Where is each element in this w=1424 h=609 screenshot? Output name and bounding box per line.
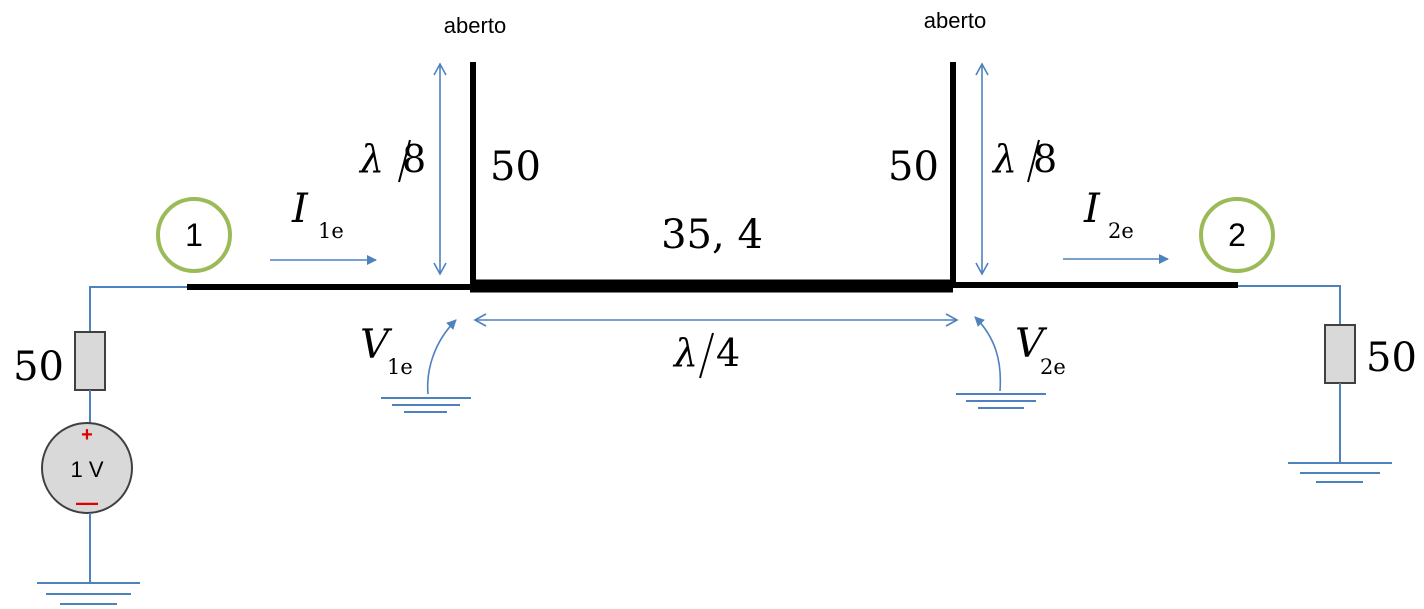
current-subscript: 2e: [1108, 219, 1134, 243]
main-line-length-den: 4: [716, 331, 740, 375]
left-stub-open-label: aberto: [444, 13, 506, 38]
right-stub-impedance: 50: [888, 144, 939, 190]
voltage-2-arrow: [974, 316, 1002, 392]
left-stub-length: λ 8: [358, 137, 426, 183]
fraction-slash: [1027, 139, 1040, 183]
current-symbol: I: [291, 186, 309, 232]
current-subscript: 1e: [318, 219, 344, 243]
voltage-subscript: 1e: [387, 355, 413, 379]
load-feed-wire: [1238, 285, 1341, 325]
current-symbol: I: [1083, 186, 1101, 232]
fraction-slash: [699, 332, 714, 379]
voltage-source: [41, 422, 133, 514]
ground-icon: [381, 397, 471, 413]
port-1-marker: 1: [156, 197, 232, 273]
source-label: 1 V: [70, 457, 103, 482]
main-line-length: λ 4: [672, 331, 740, 379]
ground-icon: [1288, 462, 1392, 483]
left-stub-length-den: 8: [402, 137, 426, 181]
transmission-lines: [187, 62, 1238, 293]
voltage-2-label: V 2e: [1015, 321, 1066, 379]
fraction-slash: [398, 139, 411, 183]
voltage-symbol: V: [360, 322, 393, 368]
load-branch: 50: [1238, 285, 1417, 483]
port-2-marker: 2: [1199, 197, 1275, 273]
left-stub-length-num: λ: [358, 137, 384, 181]
voltage-1-label: V 1e: [360, 322, 413, 379]
voltage-subscript: 2e: [1040, 355, 1066, 379]
load-resistor-value: 50: [1366, 335, 1417, 381]
source-minus: —: [76, 490, 98, 515]
source-plus: +: [81, 424, 93, 446]
main-line-length-num: λ: [672, 331, 698, 375]
source-feed-wire: [89, 286, 187, 332]
current-2-label: I 2e: [1083, 186, 1134, 243]
left-stub-impedance: 50: [490, 144, 541, 190]
main-line-impedance: 35, 4: [661, 212, 763, 258]
source-resistor-value: 50: [13, 344, 64, 390]
port-number: 2: [1228, 217, 1246, 253]
port-ring-icon: [1199, 197, 1275, 273]
load-resistor: [1324, 324, 1356, 384]
right-stub-length-num: λ: [991, 137, 1017, 181]
right-stub-open-label: aberto: [924, 8, 986, 33]
ground-icon: [37, 582, 140, 605]
voltage-symbol: V: [1015, 321, 1048, 367]
source-branch: 50 + 1 V —: [13, 286, 187, 605]
port-number: 1: [185, 217, 203, 253]
voltage-1-arrow: [426, 319, 457, 395]
right-stub-length-den: 8: [1033, 137, 1057, 181]
current-1-label: I 1e: [291, 186, 344, 243]
source-resistor: [74, 331, 106, 391]
ground-icon: [956, 393, 1046, 409]
right-stub-length: λ 8: [991, 137, 1057, 183]
port-ring-icon: [156, 197, 232, 273]
